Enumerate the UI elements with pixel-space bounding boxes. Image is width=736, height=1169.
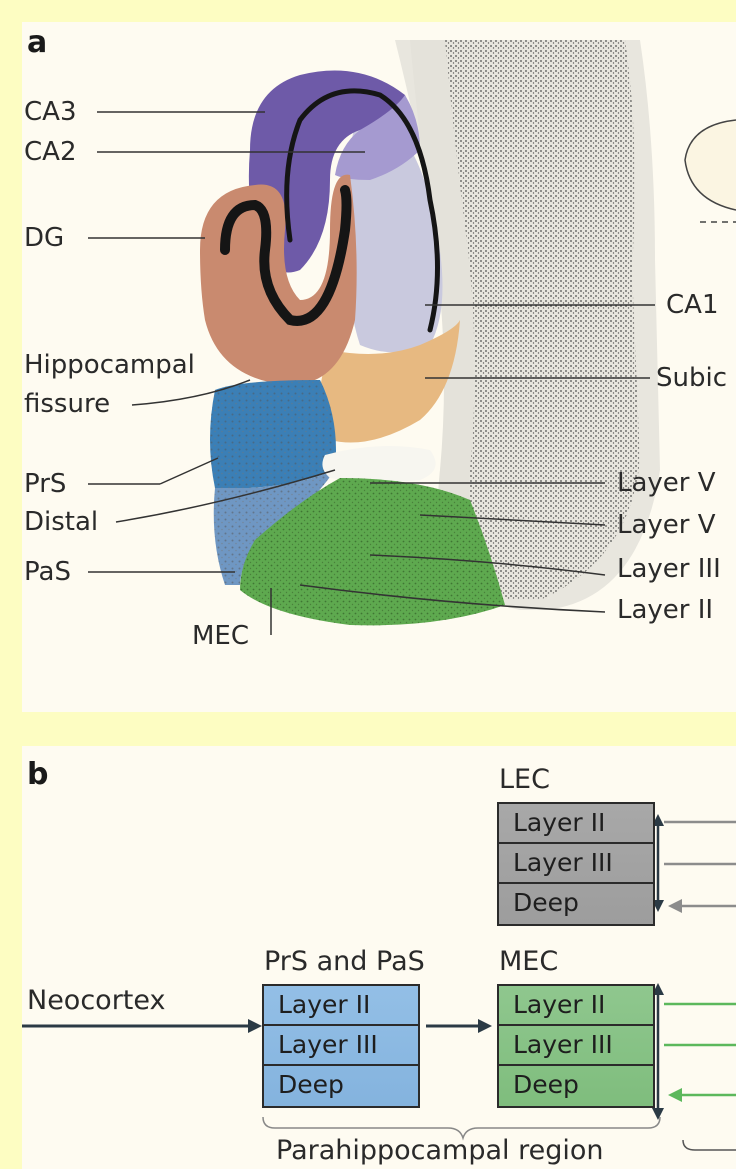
lec-box: Layer II Layer III Deep — [497, 802, 655, 926]
lec-layer-iii: Layer III — [499, 844, 653, 884]
mec-label: MEC — [192, 623, 249, 649]
prs-pas-box: Layer II Layer III Deep — [262, 984, 420, 1108]
distal-white-area — [322, 446, 435, 482]
inset-outline — [685, 120, 736, 210]
prs-label: PrS — [24, 471, 66, 497]
ca3-label: CA3 — [24, 99, 76, 125]
layer-iii-label: Layer III — [617, 556, 721, 582]
dg-label: DG — [24, 225, 64, 251]
parahippocampal-region-label: Parahippocampal region — [276, 1137, 604, 1164]
layer-v-label-1: Layer V — [617, 470, 716, 496]
ca1-label: CA1 — [666, 292, 718, 318]
distal-label: Distal — [24, 509, 98, 535]
mec-title: MEC — [499, 948, 558, 975]
hippocampal-fissure-label-line2: fissure — [24, 391, 110, 417]
pas-label: PaS — [24, 559, 71, 585]
layer-v-label-2: Layer V — [617, 512, 716, 538]
subiculum-label: Subic — [656, 365, 727, 391]
panel-a-letter: a — [27, 28, 47, 58]
right-brace-stub — [683, 1140, 736, 1150]
presubiculum-texture — [210, 380, 336, 488]
prs-pas-deep: Deep — [264, 1066, 418, 1106]
ca2-label: CA2 — [24, 139, 76, 165]
mec-layer-ii: Layer II — [499, 986, 653, 1026]
hippocampal-fissure-label-line1: Hippocampal — [24, 352, 195, 378]
panel-b-letter: b — [27, 760, 48, 790]
mec-layer-iii: Layer III — [499, 1026, 653, 1066]
mec-deep: Deep — [499, 1066, 653, 1106]
neocortex-label: Neocortex — [27, 987, 166, 1014]
prs-pas-layer-iii: Layer III — [264, 1026, 418, 1066]
layer-ii-label: Layer II — [617, 597, 713, 623]
prs-pas-layer-ii: Layer II — [264, 986, 418, 1026]
prs-pas-title: PrS and PaS — [264, 948, 425, 975]
lec-deep: Deep — [499, 884, 653, 924]
mec-box: Layer II Layer III Deep — [497, 984, 655, 1108]
lec-layer-ii: Layer II — [499, 804, 653, 844]
lec-title: LEC — [499, 766, 550, 793]
